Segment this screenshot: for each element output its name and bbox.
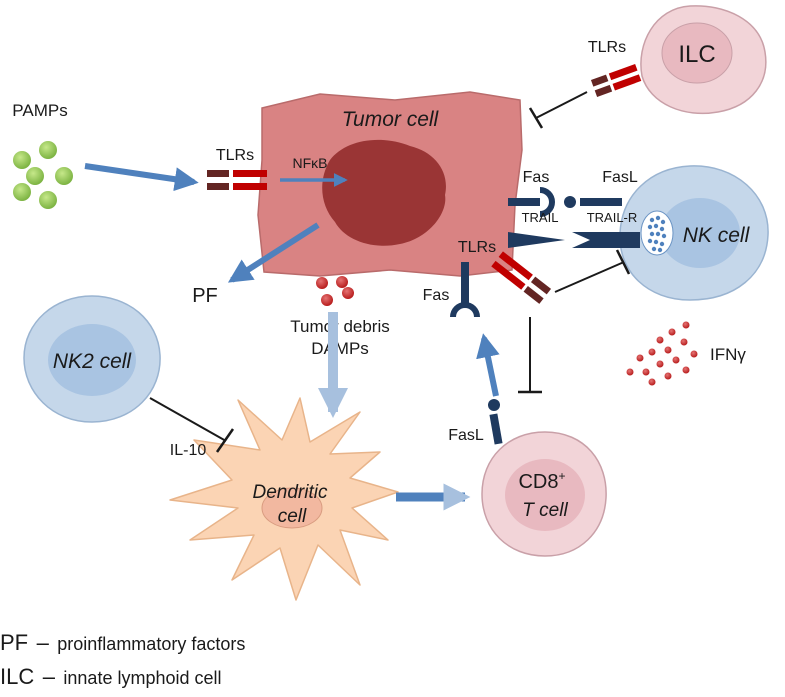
nk2-cell: NK2 cell (23, 295, 161, 423)
legend-definition: proinflammatory factors (57, 634, 246, 654)
tumor-debris-particles (316, 276, 354, 306)
tumor-tlr-receptor-icon (491, 251, 552, 304)
legend-dash: – (36, 630, 49, 655)
damps-label: DAMPs (311, 339, 369, 358)
tumor-nucleus (322, 139, 446, 246)
tumor-cell-label: Tumor cell (342, 108, 440, 131)
fasl-bottom-label: FasL (448, 427, 484, 444)
legend: PF – proinflammatory factors ILC – innat… (0, 626, 785, 694)
ilc-tlr-receptor-icon (590, 63, 642, 97)
fasl-right-label: FasL (602, 169, 638, 186)
legend-term: PF (0, 630, 29, 655)
legend-definition: innate lymphoid cell (63, 668, 222, 688)
dendritic-label-1: Dendritic (253, 482, 328, 503)
tlr-receptor-icon (207, 170, 267, 190)
il10-label: IL-10 (170, 442, 207, 459)
pf-label: PF (192, 285, 218, 307)
tumor-cell: Tumor cell (257, 91, 523, 277)
dendritic-label-2: cell (278, 506, 307, 527)
dendritic-cell: Dendritic cell (169, 397, 399, 601)
fasl-bottom-ligand-icon (488, 399, 503, 445)
il10-inhibition-icon (149, 397, 227, 442)
pf-arrow-icon (227, 222, 320, 283)
trail-label: TRAIL (522, 210, 559, 225)
ifng-label: IFNγ (710, 345, 746, 364)
fasl-ligand-icon (564, 196, 622, 208)
tumor-debris-label: Tumor debris (290, 317, 390, 336)
fas-right-label: Fas (523, 169, 550, 186)
tlrs-tumor-label: TLRs (458, 239, 496, 256)
trail-r-label: TRAIL-R (587, 210, 638, 225)
legend-term: ILC (0, 664, 35, 689)
nk-cell-label: NK cell (683, 224, 751, 247)
ilc-cell: ILC (640, 5, 767, 115)
ilc-inhibition-icon (535, 91, 588, 119)
granules-icon (647, 215, 667, 253)
tlrs-ilc-label: TLRs (588, 39, 626, 56)
nk2-cell-label: NK2 cell (53, 350, 133, 373)
nfkb-label: NFκB (293, 155, 328, 171)
pamps-label: PAMPs (12, 101, 67, 120)
fas-bottom-label: Fas (423, 287, 450, 304)
fas-receptor-icon (508, 187, 555, 217)
t-cell-label: T cell (522, 500, 568, 521)
cd8-t-cell: CD8+ T cell (481, 431, 607, 557)
legend-row-pf: PF – proinflammatory factors (0, 626, 785, 660)
legend-dash: – (42, 664, 55, 689)
cd8-label: CD8+ (518, 469, 565, 493)
tlrs-left-label: TLRs (216, 147, 254, 164)
trail-ligand-icon (508, 232, 565, 248)
legend-row-ilc: ILC – innate lymphoid cell (0, 660, 785, 694)
tcell-to-fas-arrow-icon (476, 333, 500, 397)
ifng-particles (626, 321, 698, 386)
fas-bottom-receptor-icon (450, 262, 480, 318)
immune-diagram: Tumor cell ILC NK cell NK2 cell CD8+ T c… (12, 5, 769, 601)
trail-r-receptor-icon (572, 232, 640, 248)
pamps-particles (13, 141, 73, 209)
nk-inhibition-icon (554, 261, 625, 293)
ilc-label: ILC (678, 41, 715, 68)
pamps-arrow-icon (84, 163, 199, 192)
nk-cell: NK cell (619, 165, 769, 301)
